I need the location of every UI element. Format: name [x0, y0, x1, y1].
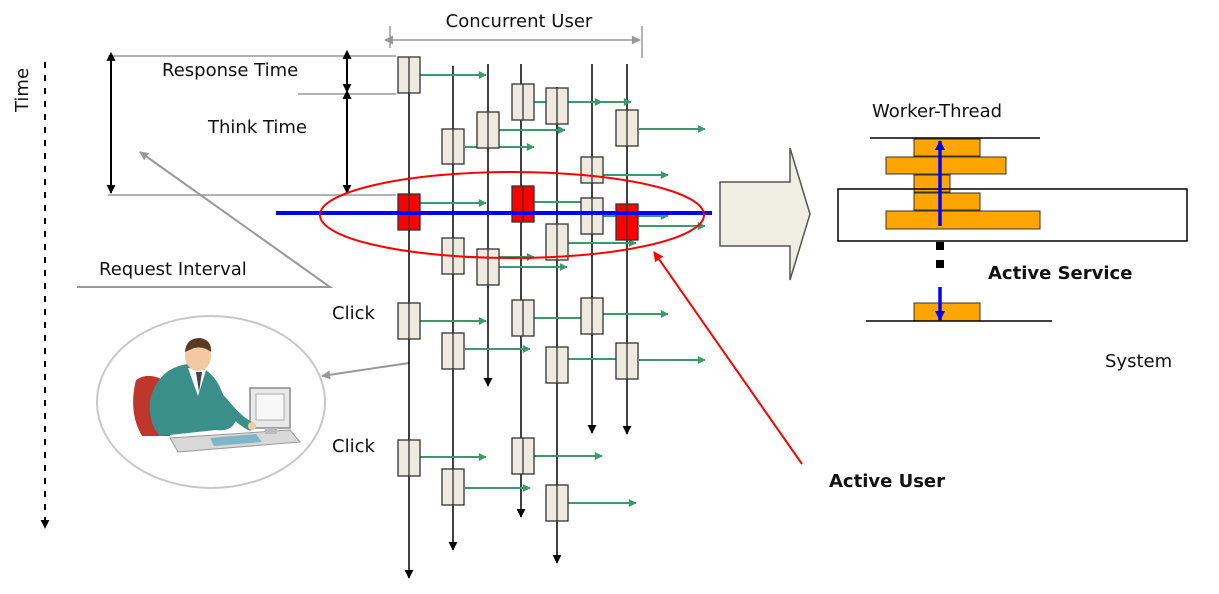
request-box: [580, 297, 604, 335]
active-user-label: Active User: [829, 471, 945, 492]
request-box: [441, 468, 465, 506]
request-box: [545, 346, 569, 384]
concurrent-user-span: Concurrent User: [383, 11, 643, 58]
worker-thread-bar: [913, 138, 981, 157]
timing-brackets: Response Time Think Time Request Interva…: [77, 49, 396, 288]
request-box: [511, 83, 535, 121]
user-at-computer-illustration: [96, 315, 326, 489]
active-user-ellipse: [319, 171, 705, 259]
worker-thread-bar: [885, 210, 1041, 230]
user-pointer-arrow: [321, 362, 410, 380]
request-box: [545, 87, 569, 125]
request-box: [511, 437, 535, 475]
response-arrows: [420, 71, 706, 507]
request-box: [441, 128, 465, 165]
request-box: [545, 484, 569, 522]
request-box: [397, 439, 421, 477]
system-panel: Worker-Thread Active Service System: [837, 101, 1188, 372]
request-box: [511, 299, 535, 337]
request-box: [615, 342, 639, 380]
worker-thread-bar: [885, 156, 1007, 175]
request-interval-callout: [77, 151, 334, 288]
think-time-label: Think Time: [207, 117, 307, 138]
request-box: [476, 111, 500, 149]
click-label-2: Click: [332, 436, 375, 457]
request-box: [545, 223, 569, 261]
block-arrow: [719, 147, 811, 281]
request-box: [397, 302, 421, 340]
concurrent-user-label: Concurrent User: [446, 11, 593, 32]
request-box: [580, 156, 604, 184]
active-service-box: [837, 188, 1188, 242]
worker-thread-bar: [913, 302, 981, 322]
time-axis: Time: [12, 62, 50, 529]
worker-thread-bar: [913, 192, 981, 211]
request-box: [615, 109, 639, 147]
request-box: [441, 332, 465, 370]
active-request-box: [511, 185, 535, 223]
active-request-box: [615, 203, 639, 241]
active-user-callout-arrow: [653, 251, 803, 465]
request-box: [476, 248, 500, 286]
request-boxes: [397, 56, 639, 522]
request-interval-label: Request Interval: [99, 259, 247, 280]
worker-thread-label: Worker-Thread: [872, 101, 1002, 122]
request-box: [397, 56, 421, 94]
active-service-label: Active Service: [988, 263, 1132, 284]
click-label-1: Click: [332, 303, 375, 324]
system-label: System: [1105, 351, 1172, 372]
request-box: [580, 197, 604, 235]
response-time-label: Response Time: [162, 60, 298, 81]
time-label: Time: [12, 68, 33, 113]
